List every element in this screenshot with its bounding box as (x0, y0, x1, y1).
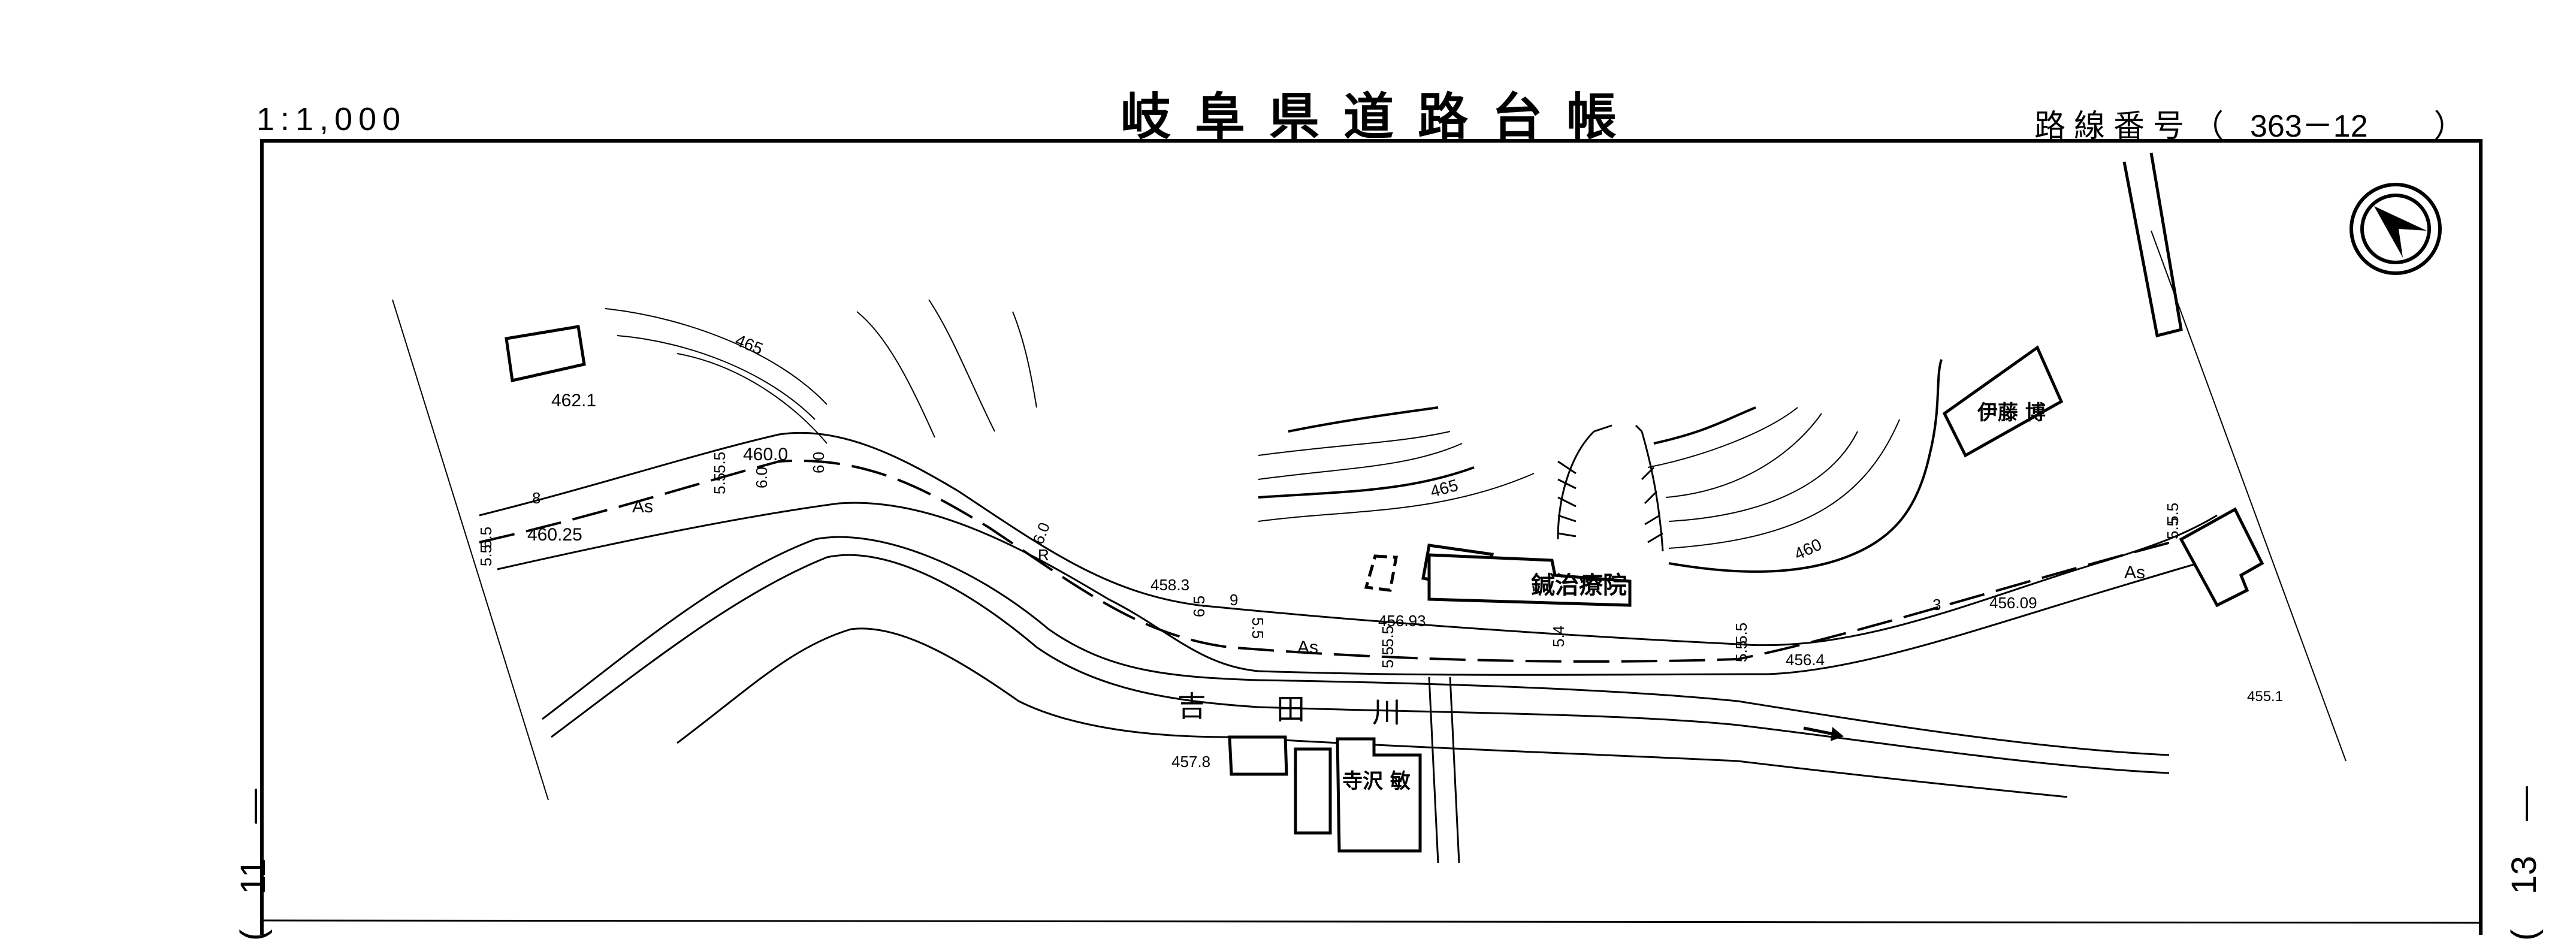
contour-label: 460 (1791, 535, 1824, 564)
elevation-point: 456.4 (1786, 651, 1825, 669)
road-width: 5.5 (1732, 641, 1750, 662)
building-label-terasawa: 寺沢 敏 (1342, 769, 1411, 793)
route-number-label: 路線番号（ (2034, 108, 2233, 144)
main-road (479, 431, 2242, 676)
elevation-point: 460.0 (743, 445, 788, 464)
map-frame (260, 139, 2483, 935)
elevation-point: 462.1 (551, 391, 596, 410)
cliff-hachure (1557, 424, 1664, 552)
contour-label: 465 (733, 331, 766, 358)
road-width: R (1038, 546, 1049, 564)
road-width: 6.5 (1190, 596, 1208, 617)
building-label-ito: 伊藤 博 (1977, 401, 2046, 425)
building-labels: 鍼治療院 伊藤 博 寺沢 敏 (1342, 401, 2046, 793)
road-width: 5.5 (2164, 518, 2182, 539)
elevation-point: 456.09 (1989, 594, 2037, 612)
elevation-point: 457.8 (1171, 753, 1210, 771)
road-width: 6.0 (753, 467, 771, 488)
road-width: 9 (1230, 591, 1238, 609)
elevation-points: 462.1 460.25 460.0 458.3 456.93 456.4 45… (527, 391, 2283, 771)
road-width: 3 (1932, 596, 1941, 614)
road-width: 5.5 (477, 527, 495, 548)
contour-lines (605, 299, 1943, 573)
road-width-labels: 5.5 5.5 8 5.5 5.5 6.0 6.0 6.0 R 6.5 9 5.… (477, 452, 2182, 668)
elevation-point: 460.25 (527, 525, 582, 545)
route-number-close: ） (2433, 108, 2465, 144)
road-width: 8 (532, 489, 540, 507)
page-title: 岐阜県道路台帳 (1121, 87, 1641, 146)
road-width: 5.5 (1379, 626, 1397, 647)
elevation-point: 456.93 (1378, 612, 1426, 630)
elevation-point: 458.3 (1150, 576, 1189, 594)
road-width: 5.5 (711, 452, 729, 473)
pavement-label: As (632, 497, 653, 517)
elevation-point: 455.1 (2247, 689, 2283, 705)
route-number: 路線番号（ 363－12 ） (2034, 101, 2465, 146)
pavement-label: As (1297, 638, 1318, 657)
road-width: 5.5 (711, 473, 729, 494)
map-scale: 1:1,000 (256, 101, 407, 137)
route-number-value: 363－12 (2250, 109, 2368, 144)
pavement-labels: As As As (632, 497, 2145, 657)
road-width: 5.5 (1732, 623, 1750, 644)
flow-direction-arrow-icon (1803, 726, 1844, 741)
road-width: 6.0 (810, 452, 828, 473)
pavement-label: As (2124, 563, 2145, 582)
bridge (1428, 677, 1460, 864)
river-label-char: 田 (1276, 693, 1305, 726)
road-width: 5.5 (2164, 503, 2182, 524)
road-width: 5.5 (1249, 617, 1267, 639)
road-width: 5.4 (1550, 626, 1568, 647)
survey-limit-lines (392, 230, 2347, 801)
road-width: 5.5 (477, 545, 495, 566)
road-width: 6.0 (1029, 520, 1053, 547)
building-label-clinic: 鍼治療院 (1531, 572, 1627, 599)
road-width: 5.5 (1379, 647, 1397, 668)
river-channel (542, 536, 2170, 798)
river-label-char: 吉 (1177, 690, 1206, 723)
building-outlines (505, 152, 2264, 853)
river-label: 吉 田 川 (1177, 690, 1401, 729)
north-arrow-icon (2349, 183, 2442, 275)
river-label-char: 川 (1372, 696, 1401, 729)
